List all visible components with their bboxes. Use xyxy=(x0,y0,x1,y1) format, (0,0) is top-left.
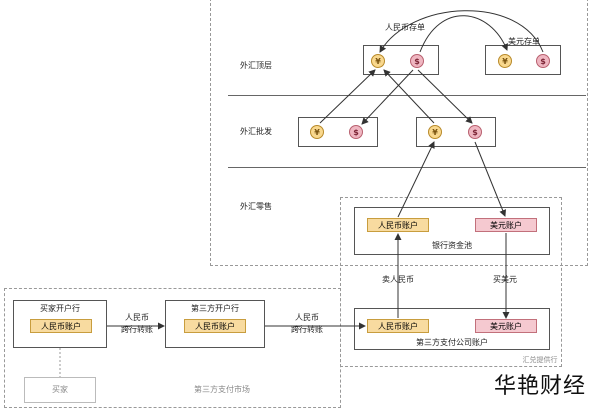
payment-market-label: 第三方支付市场 xyxy=(194,385,250,394)
fx-provider-label: 汇兑提供行 xyxy=(522,356,558,364)
buyer-label: 买家 xyxy=(52,385,68,394)
layer-label-top: 外汇顶层 xyxy=(240,61,272,70)
separator-mid xyxy=(228,167,586,168)
dollar-coin-icon: $ xyxy=(536,54,550,68)
dollar-coin-icon: $ xyxy=(468,125,482,139)
dollar-coin-icon: $ xyxy=(410,54,424,68)
dollar-coin-icon: $ xyxy=(349,125,363,139)
buy-usd-label: 买美元 xyxy=(493,275,517,284)
bank-pool-usd-account: 美元账户 xyxy=(475,218,537,232)
fx-market-region xyxy=(210,0,588,266)
buyer-bank-title: 买家开户行 xyxy=(40,304,80,313)
yuan-coin-icon: ¥ xyxy=(428,125,442,139)
cross-transfer-label-1: 人民币 xyxy=(125,313,149,322)
watermark: 华艳财经 xyxy=(494,374,587,399)
yuan-coin-icon: ¥ xyxy=(310,125,324,139)
yuan-coin-icon: ¥ xyxy=(371,54,385,68)
buyer-bank-cny-account: 人民币账户 xyxy=(30,319,92,333)
fx-provider-region xyxy=(340,197,562,367)
tpp-cny-account: 人民币账户 xyxy=(367,319,429,333)
tpp-usd-account: 美元账户 xyxy=(475,319,537,333)
tpp-account-title: 第三方支付公司账户 xyxy=(416,338,488,347)
layer-label-wholesale: 外汇批发 xyxy=(240,127,272,136)
bank-pool-title: 银行资金池 xyxy=(432,241,472,250)
cross-transfer-label-2: 跨行转账 xyxy=(121,325,153,334)
bank-pool-cny-account: 人民币账户 xyxy=(367,218,429,232)
third-bank-cny-account: 人民币账户 xyxy=(184,319,246,333)
cny-deposit-label: 人民币存单 xyxy=(385,23,425,32)
third-bank-title: 第三方开户行 xyxy=(191,304,239,313)
yuan-coin-icon: ¥ xyxy=(498,54,512,68)
usd-deposit-label: 美元存单 xyxy=(508,37,540,46)
cross-transfer-label-1: 人民币 xyxy=(295,313,319,322)
separator-top xyxy=(228,95,586,96)
cross-transfer-label-2: 跨行转账 xyxy=(291,325,323,334)
layer-label-retail: 外汇零售 xyxy=(240,202,272,211)
sell-cny-label: 卖人民币 xyxy=(382,275,414,284)
